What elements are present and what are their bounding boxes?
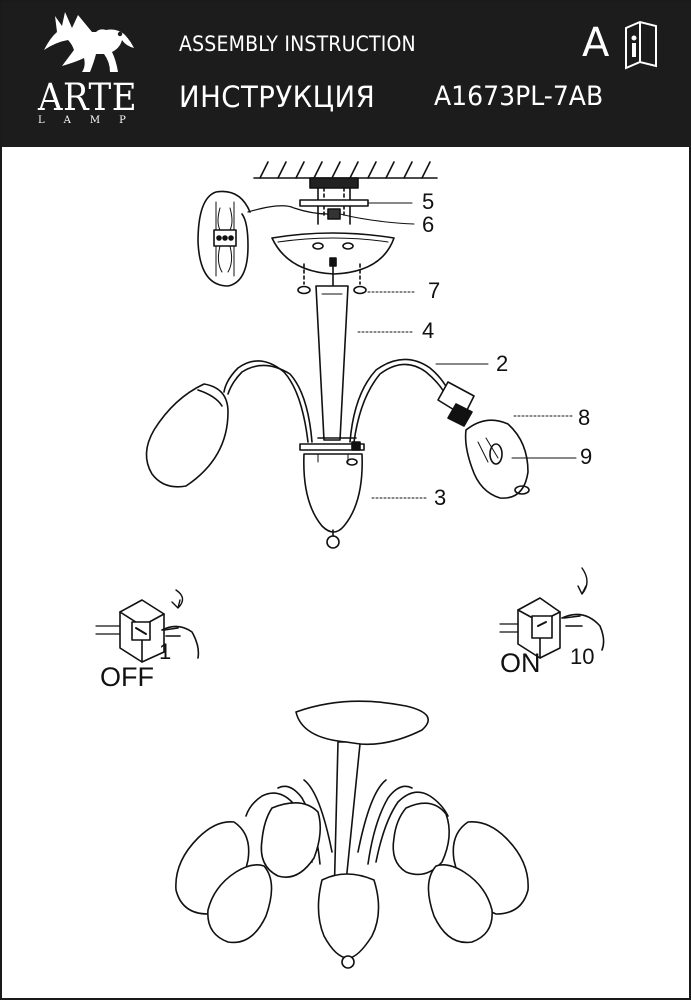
on-label: ON xyxy=(500,648,541,678)
shade-left xyxy=(145,383,229,488)
shade-right xyxy=(464,419,529,499)
callout-2: 2 xyxy=(496,351,509,376)
language-letter: A xyxy=(582,20,610,66)
on-step-number: 10 xyxy=(570,644,595,669)
terminal-block xyxy=(327,208,341,220)
wiring-inset xyxy=(197,190,251,287)
callout-4: 4 xyxy=(422,318,435,343)
assembly-instruction-title: ASSEMBLY INSTRUCTION xyxy=(179,32,416,56)
assembled-chandelier xyxy=(175,700,529,969)
off-step-number: 1 xyxy=(159,639,172,664)
off-label: OFF xyxy=(100,662,154,692)
canopy xyxy=(271,232,395,275)
callout-9: 9 xyxy=(580,444,593,469)
callout-3: 3 xyxy=(434,485,447,510)
arm-right xyxy=(349,358,449,443)
ceiling-block xyxy=(309,177,359,189)
ceiling-hatch xyxy=(253,161,438,179)
finial xyxy=(326,535,340,549)
instruction-title-ru: ИНСТРУКЦИЯ xyxy=(179,80,376,114)
header-bar: ARTE LAMP ASSEMBLY INSTRUCTION ИНСТРУКЦИ… xyxy=(2,2,691,147)
brand-name: ARTE xyxy=(38,76,138,119)
switch-on-illustration xyxy=(499,567,605,659)
callout-7: 7 xyxy=(428,278,441,303)
mounting-bar xyxy=(299,199,369,207)
callout-5: 5 xyxy=(422,189,435,214)
callout-6: 6 xyxy=(422,212,435,237)
arm-left xyxy=(223,360,309,443)
callout-8: 8 xyxy=(578,405,591,430)
info-book-icon xyxy=(625,20,657,70)
switch-off-illustration xyxy=(95,589,200,663)
brand-subtitle: LAMP xyxy=(38,115,145,126)
bulb-icon xyxy=(489,443,503,465)
central-stem xyxy=(315,285,349,441)
model-code: A1673PL-7AB xyxy=(434,81,604,112)
winged-lion-icon xyxy=(44,12,134,72)
bottom-bowl xyxy=(303,453,363,533)
